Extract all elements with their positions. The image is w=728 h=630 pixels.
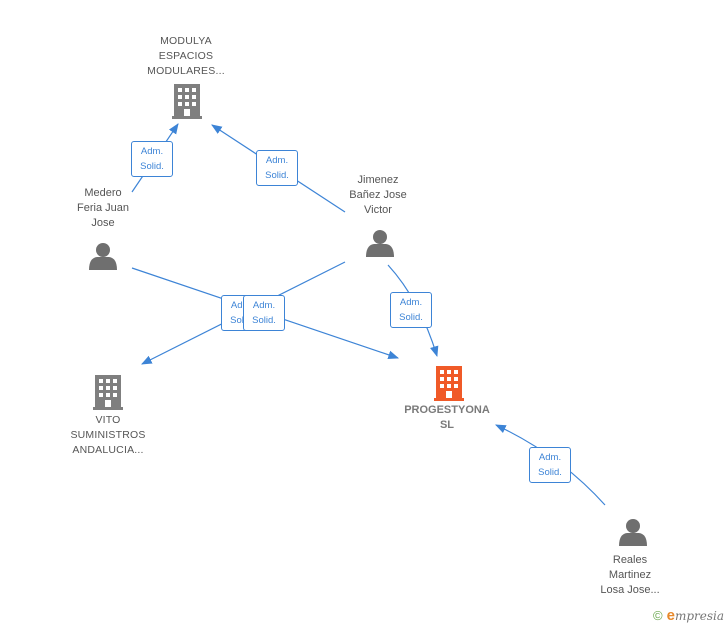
edge-label-jimenez-vito: Adm. Solid. bbox=[243, 295, 285, 331]
person-icon[interactable] bbox=[89, 243, 117, 270]
node-label-reales[interactable]: Reales Martinez Losa Jose... bbox=[600, 554, 660, 596]
person-icon[interactable] bbox=[366, 230, 394, 257]
brand-logo-text: mpresia bbox=[674, 608, 724, 623]
building-icon[interactable] bbox=[93, 375, 123, 410]
brand-logo-initial: e bbox=[666, 607, 675, 624]
building-icon[interactable] bbox=[434, 366, 464, 401]
building-icon[interactable] bbox=[172, 84, 202, 119]
edge-label-reales-progestyona: Adm. Solid. bbox=[529, 447, 571, 483]
edge-label-jimenez-modulya: Adm. Solid. bbox=[256, 150, 298, 186]
node-label-vito[interactable]: VITO SUMINISTROS ANDALUCIA... bbox=[70, 414, 146, 456]
node-label-progestyona[interactable]: PROGESTYONA SL bbox=[404, 404, 490, 431]
edge-label-jimenez-progestyona: Adm. Solid. bbox=[390, 292, 432, 328]
node-label-medero[interactable]: Medero Feria Juan Jose bbox=[77, 187, 129, 229]
edge-label-medero-modulya: Adm. Solid. bbox=[131, 141, 173, 177]
person-icon[interactable] bbox=[619, 519, 647, 546]
copyright-icon: © bbox=[653, 608, 663, 623]
node-label-jimenez[interactable]: Jimenez Bañez Jose Victor bbox=[349, 174, 407, 216]
node-label-modulya[interactable]: MODULYA ESPACIOS MODULARES... bbox=[147, 35, 225, 77]
brand-footer: © e mpresia bbox=[653, 607, 724, 624]
